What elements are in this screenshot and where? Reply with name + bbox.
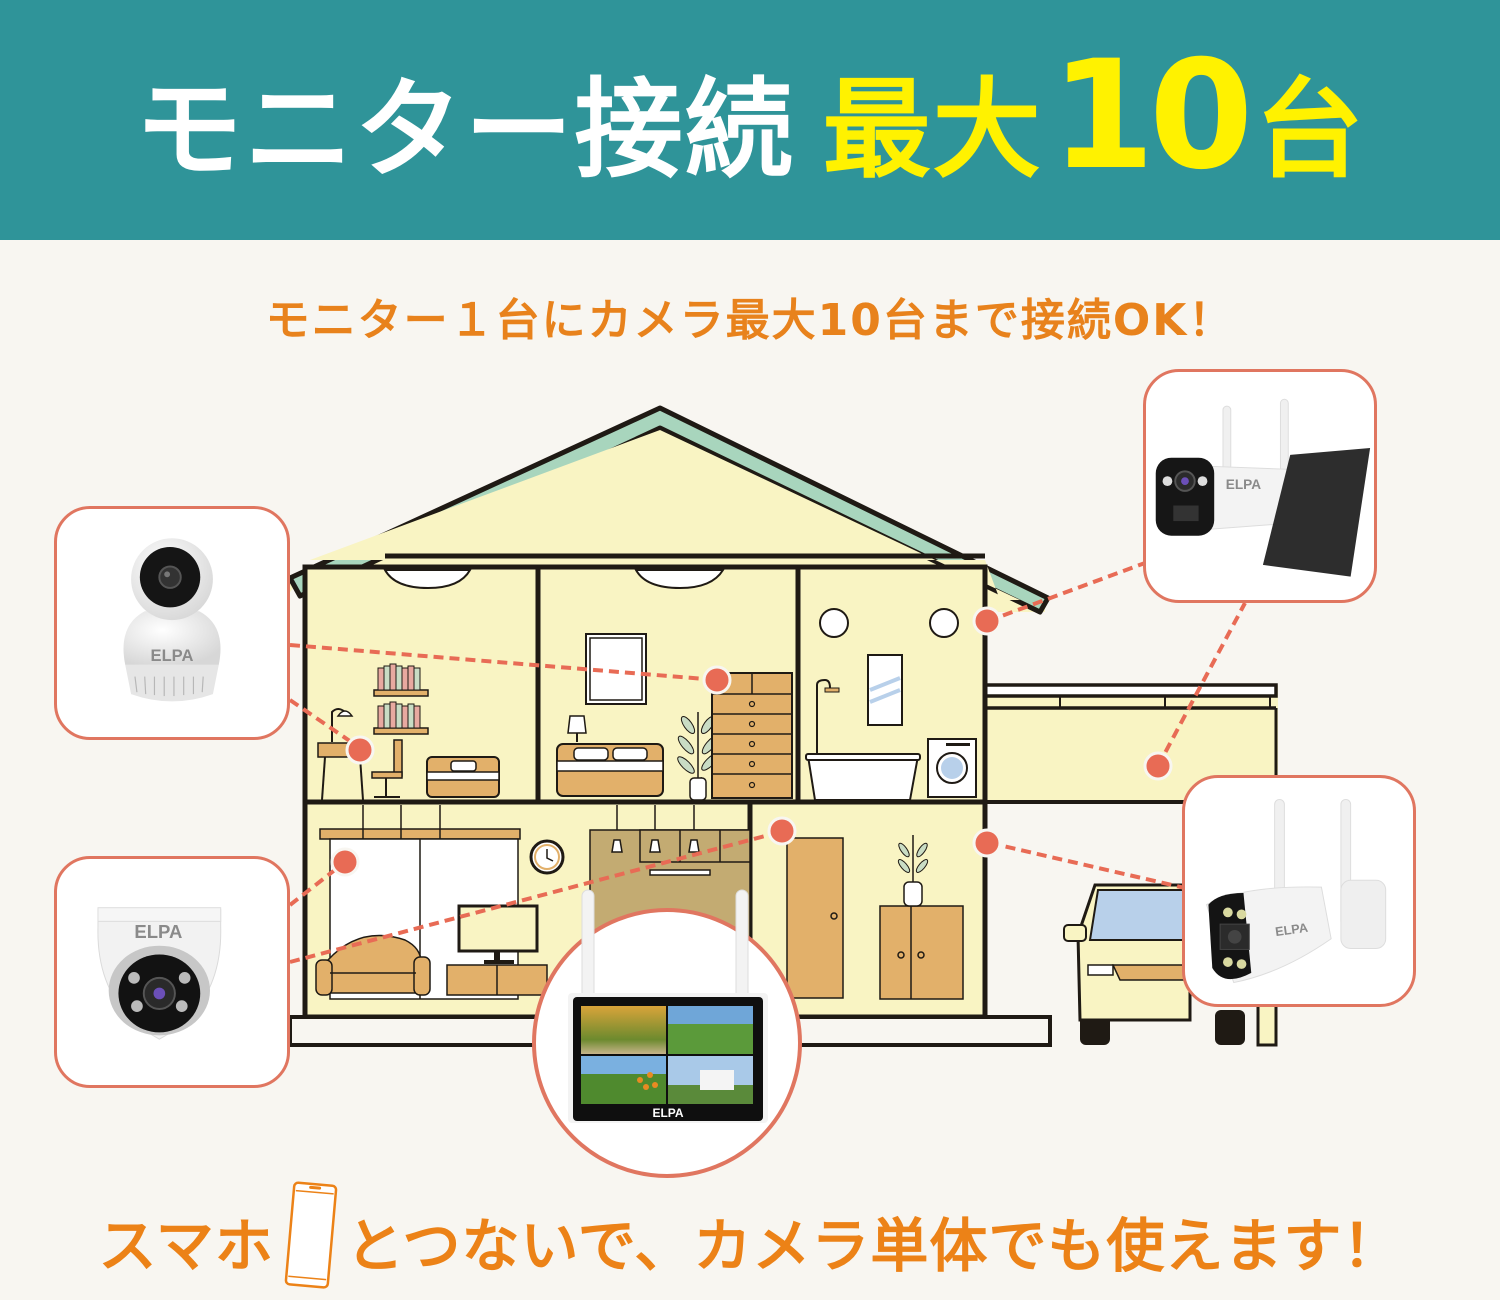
subtitle: モニター１台にカメラ最大10台まで接続OK！ (265, 295, 1235, 346)
smartphone-icon (284, 1181, 338, 1289)
bullet-camera-icon: ELPA (1205, 798, 1387, 984)
card-solar-battery-camera: ELPA (1143, 369, 1377, 603)
brand-logo: ELPA (1226, 477, 1261, 492)
bottom-message: スマホ とつないで、カメラ単体でも使えます！ (0, 1181, 1500, 1289)
brand-logo: ELPA (1274, 921, 1308, 939)
card-bullet-camera: ELPA (1182, 775, 1416, 1007)
monitor-icon: ELPA (568, 889, 768, 1123)
dome-camera-icon: ELPA (97, 907, 222, 1040)
card-dome-camera: ELPA (54, 856, 290, 1088)
bottom-text-smartphone: スマホ (98, 1212, 274, 1280)
card-ptz-indoor-camera: ELPA (54, 506, 290, 740)
banner-title: モニター接続 最大 10 台 (135, 41, 1366, 199)
banner-title-number: 10 (1050, 29, 1254, 203)
header-banner: モニター接続 最大 10 台 (0, 0, 1500, 240)
solar-camera-icon: ELPA (1155, 398, 1371, 577)
banner-title-white: モニター接続 (134, 68, 795, 193)
brand-logo: ELPA (151, 646, 194, 665)
banner-title-max: 最大 (822, 68, 1043, 193)
bottom-text-rest: とつないで、カメラ単体でも使えます！ (345, 1212, 1402, 1280)
indoor-pan-tilt-camera-icon: ELPA (123, 538, 221, 702)
brand-logo: ELPA (652, 1106, 683, 1120)
brand-logo: ELPA (134, 921, 182, 942)
connection-dots (330, 606, 1173, 877)
banner-title-unit: 台 (1255, 68, 1366, 193)
